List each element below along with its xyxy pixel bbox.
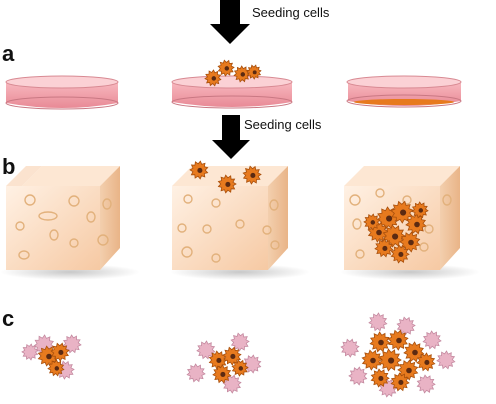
- pore: [375, 188, 385, 198]
- scaffold-1: [0, 166, 140, 280]
- cells-layer: [21, 59, 456, 398]
- cell-nucleus: [376, 229, 382, 236]
- arrow-caption-middle: Seeding cells: [244, 117, 322, 132]
- pore: [97, 234, 109, 246]
- cell-monolayer: [354, 99, 454, 105]
- seeding-arrow-top: [210, 0, 250, 44]
- pore: [102, 198, 112, 210]
- pink-cell: [196, 340, 216, 360]
- cell-nucleus: [230, 353, 236, 359]
- seeding-arrow-middle: [212, 115, 250, 159]
- cell-nucleus: [400, 209, 407, 216]
- pink-cell: [242, 354, 262, 374]
- pore: [181, 246, 193, 258]
- cell-nucleus: [54, 366, 60, 371]
- pore: [18, 250, 30, 260]
- cell-nucleus: [378, 375, 384, 381]
- cell-nucleus: [408, 239, 414, 246]
- pink-cell: [348, 366, 368, 386]
- scaffold-2: [170, 166, 310, 280]
- pink-cell: [422, 330, 442, 350]
- pore: [402, 195, 412, 205]
- pore: [38, 211, 58, 221]
- pore: [183, 194, 193, 204]
- cell-nucleus: [252, 70, 257, 75]
- pore: [262, 225, 272, 235]
- cell-nucleus: [46, 353, 52, 360]
- pore: [442, 194, 452, 206]
- pore: [235, 219, 245, 229]
- cell-nucleus: [220, 371, 226, 377]
- cell-nucleus: [378, 339, 384, 346]
- cell-nucleus: [370, 357, 376, 364]
- cell-nucleus: [392, 233, 399, 240]
- cell-nucleus: [197, 167, 203, 173]
- cell-nucleus: [424, 359, 430, 365]
- pore: [211, 253, 221, 263]
- pink-cell: [396, 316, 416, 336]
- pore: [69, 238, 79, 248]
- pore: [419, 242, 429, 252]
- cell-nucleus: [250, 172, 256, 178]
- pore: [269, 199, 279, 211]
- pore: [15, 221, 25, 231]
- pink-cell: [416, 374, 436, 394]
- cell-nucleus: [388, 357, 395, 364]
- pore: [49, 229, 59, 241]
- cell-nucleus: [418, 208, 424, 213]
- cell-nucleus: [396, 337, 402, 344]
- culture-dish-2: [171, 75, 293, 109]
- cell-nucleus: [240, 72, 246, 77]
- cell-nucleus: [370, 220, 376, 225]
- row-label-c: c: [2, 306, 15, 331]
- pore: [24, 194, 36, 206]
- cell-nucleus: [211, 76, 217, 81]
- cell-nucleus: [225, 181, 231, 187]
- pore: [86, 211, 96, 223]
- cell-nucleus: [238, 366, 244, 371]
- arrow-caption-top: Seeding cells: [252, 5, 330, 20]
- cell-nucleus: [398, 251, 404, 257]
- cell-nucleus: [386, 215, 393, 222]
- pink-cell: [21, 343, 39, 361]
- pink-cell: [368, 312, 388, 332]
- pore: [355, 249, 365, 259]
- row-label-b: b: [2, 154, 16, 179]
- pore: [352, 218, 362, 230]
- pore: [424, 224, 434, 234]
- pore: [68, 195, 80, 207]
- pink-cell: [436, 350, 456, 370]
- pore: [349, 194, 361, 206]
- pore: [202, 224, 212, 234]
- cell-nucleus: [414, 221, 420, 228]
- pore: [270, 240, 280, 250]
- culture-dish-1: [5, 75, 119, 110]
- pore: [177, 223, 187, 233]
- cell-nucleus: [58, 349, 64, 355]
- pink-cell: [186, 363, 206, 383]
- cell-nucleus: [398, 379, 404, 385]
- pore: [211, 198, 221, 208]
- cell-nucleus: [382, 245, 388, 251]
- scaffold-pores: [15, 188, 452, 263]
- cell-nucleus: [224, 66, 230, 71]
- cell-nucleus: [412, 349, 418, 356]
- culture-dish-3: [346, 75, 462, 108]
- pink-cell: [62, 334, 82, 354]
- cell-nucleus: [406, 367, 412, 374]
- row-label-a: a: [2, 41, 15, 66]
- pink-cell: [340, 338, 360, 358]
- cell-nucleus: [216, 357, 222, 363]
- pink-cell: [230, 332, 250, 352]
